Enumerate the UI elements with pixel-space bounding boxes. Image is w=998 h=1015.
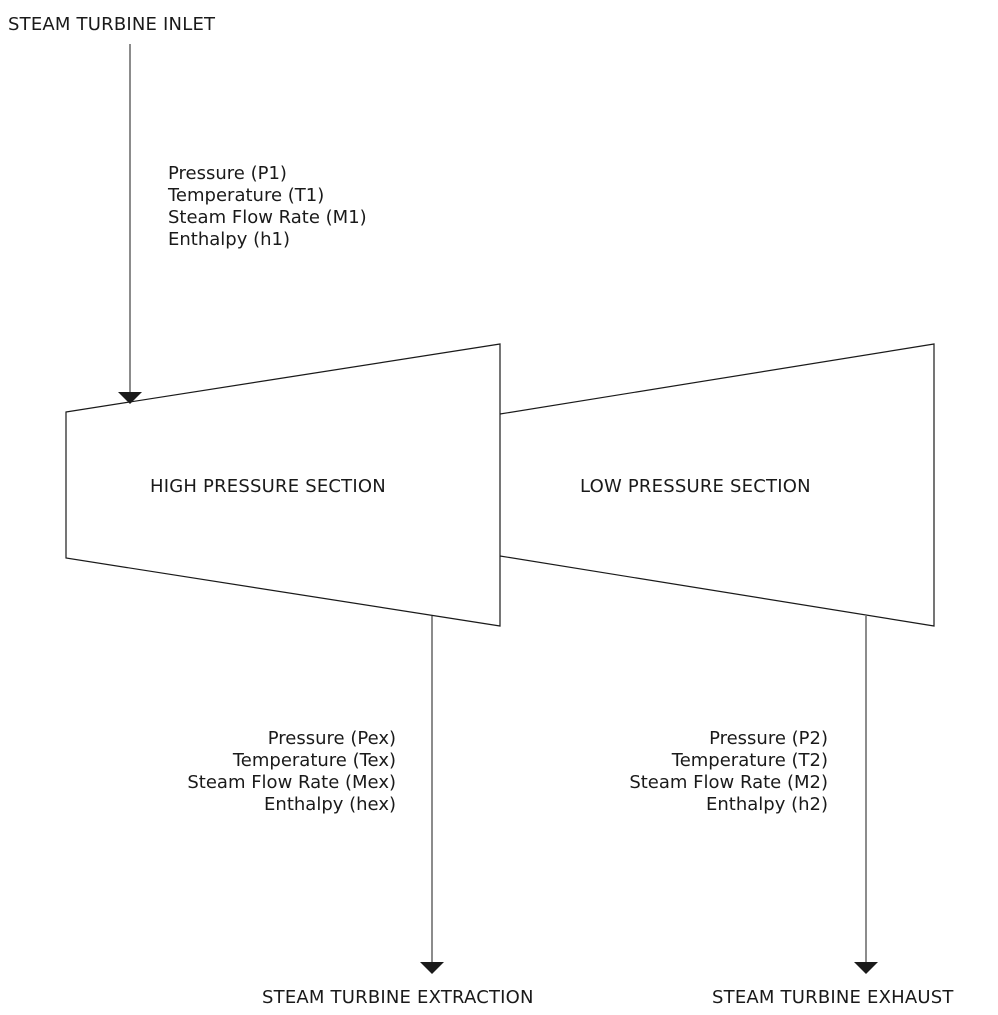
high-pressure-section-label: HIGH PRESSURE SECTION [150, 476, 386, 497]
exhaust-parameters: Pressure (P2) Temperature (T2) Steam Flo… [629, 728, 828, 816]
inlet-parameters: Pressure (P1) Temperature (T1) Steam Flo… [168, 163, 367, 251]
extraction-label: STEAM TURBINE EXTRACTION [262, 987, 534, 1008]
extraction-param-flow-rate: Steam Flow Rate (Mex) [187, 772, 396, 793]
exhaust-param-enthalpy: Enthalpy (h2) [706, 794, 828, 815]
exhaust-param-temperature: Temperature (T2) [671, 750, 828, 771]
high-pressure-section-shape [65, 343, 501, 627]
exhaust-param-pressure: Pressure (P2) [709, 728, 828, 749]
inlet-param-flow-rate: Steam Flow Rate (M1) [168, 207, 367, 228]
low-pressure-section-label: LOW PRESSURE SECTION [580, 476, 811, 497]
extraction-param-enthalpy: Enthalpy (hex) [264, 794, 396, 815]
inlet-param-enthalpy: Enthalpy (h1) [168, 229, 290, 250]
extraction-parameters: Pressure (Pex) Temperature (Tex) Steam F… [187, 728, 396, 816]
exhaust-param-flow-rate: Steam Flow Rate (M2) [629, 772, 828, 793]
inlet-label: STEAM TURBINE INLET [8, 14, 216, 35]
exhaust-arrow-icon [854, 962, 878, 974]
low-pressure-section-shape [499, 343, 935, 627]
inlet-param-pressure: Pressure (P1) [168, 163, 287, 184]
extraction-arrow-icon [420, 962, 444, 974]
extraction-param-pressure: Pressure (Pex) [267, 728, 396, 749]
inlet-param-temperature: Temperature (T1) [168, 185, 325, 206]
exhaust-label: STEAM TURBINE EXHAUST [712, 987, 954, 1008]
extraction-param-temperature: Temperature (Tex) [232, 750, 396, 771]
inlet-arrow-icon [118, 392, 142, 404]
